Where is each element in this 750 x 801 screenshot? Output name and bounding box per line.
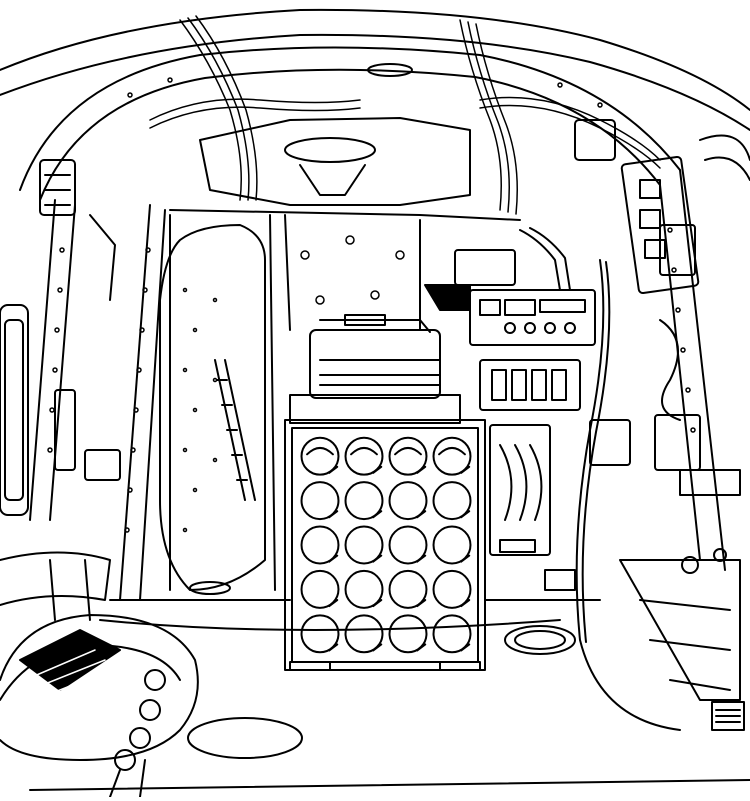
- canister-hole: [300, 614, 340, 654]
- canister-hole: [432, 525, 472, 565]
- canister-latch: [460, 554, 471, 563]
- rear-bulkhead: [159, 209, 521, 595]
- canister-hole: [432, 436, 472, 476]
- floor: [29, 599, 750, 791]
- canister-hole: [344, 614, 384, 654]
- canister-latch: [328, 554, 339, 563]
- canister-hole: [300, 569, 340, 609]
- canister-rim: [438, 446, 466, 456]
- cable-bundles: [149, 15, 661, 215]
- canister-latch: [328, 465, 339, 474]
- canister-latch: [460, 510, 471, 519]
- canister-rim: [394, 446, 422, 456]
- canister-hole: [388, 525, 428, 565]
- canister-hole: [388, 481, 428, 521]
- canister-latch: [328, 599, 339, 608]
- canister-hole: [344, 436, 384, 476]
- canister-rim: [350, 446, 378, 456]
- canister-hole: [432, 481, 472, 521]
- canister-hole: [344, 525, 384, 565]
- canister-hole: [388, 614, 428, 654]
- canister-latch: [460, 599, 471, 608]
- canister-latch: [416, 510, 427, 519]
- canister-latch: [416, 599, 427, 608]
- canister-hole: [344, 481, 384, 521]
- canister-rack-icon: [284, 314, 486, 671]
- canister-hole: [432, 614, 472, 654]
- seat-icon: [0, 551, 199, 798]
- canister-hole: [432, 569, 472, 609]
- canister-hole: [344, 569, 384, 609]
- canister-rim: [306, 446, 334, 456]
- canister-hole: [388, 436, 428, 476]
- left-wall: [0, 159, 121, 516]
- canister-hole: [388, 569, 428, 609]
- radio-panel-icon: [424, 227, 596, 591]
- canister-latch: [416, 554, 427, 563]
- canister-latch: [328, 643, 339, 652]
- fuselage-frames: [0, 8, 750, 601]
- canister-latch: [372, 599, 383, 608]
- right-wall-equipment: [504, 119, 745, 731]
- canister-latch: [372, 465, 383, 474]
- canister-latch: [416, 643, 427, 652]
- canister-latch: [460, 643, 471, 652]
- canister-hole: [300, 525, 340, 565]
- canister-hole: [300, 436, 340, 476]
- canister-latch: [460, 465, 471, 474]
- canister-latch: [328, 510, 339, 519]
- canister-latch: [372, 643, 383, 652]
- canister-latch: [372, 510, 383, 519]
- ceiling-hatch: [199, 63, 471, 206]
- canister-latch: [372, 554, 383, 563]
- floor-hatch-icon: [187, 717, 303, 759]
- canister-latch: [416, 465, 427, 474]
- canister-hole: [300, 481, 340, 521]
